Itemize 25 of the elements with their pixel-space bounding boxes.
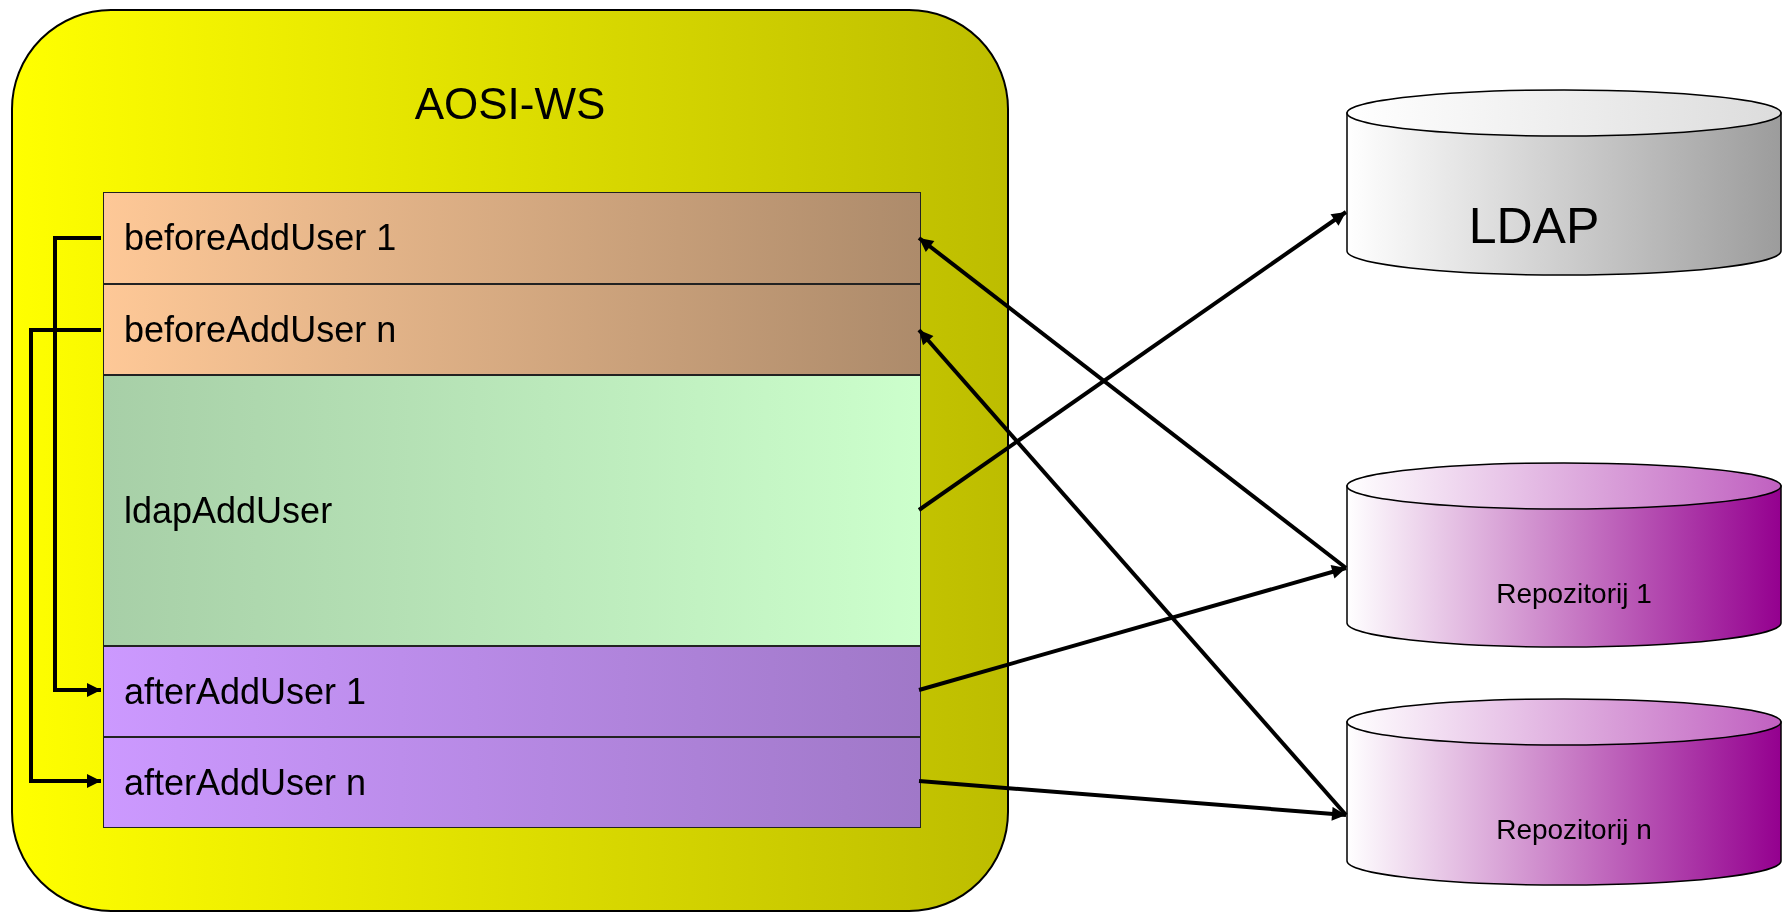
service-container xyxy=(11,9,1009,912)
method-row xyxy=(103,375,921,646)
arrow xyxy=(29,328,101,788)
method-label: afterAddUser n xyxy=(124,761,367,804)
arrow xyxy=(53,236,101,697)
arrow xyxy=(918,779,1347,821)
database-label: Repozitorij 1 xyxy=(1495,578,1653,610)
method-row xyxy=(103,646,921,737)
method-label: ldapAddUser xyxy=(124,489,333,532)
database-label: LDAP xyxy=(1467,197,1601,255)
arrow xyxy=(917,210,1348,512)
method-row xyxy=(103,284,921,375)
arrow xyxy=(917,236,1348,570)
method-row xyxy=(103,737,921,828)
database-cylinder xyxy=(1346,462,1782,648)
database-label: Repozitorij n xyxy=(1495,814,1653,846)
method-label: beforeAddUser 1 xyxy=(124,217,397,259)
method-label: afterAddUser 1 xyxy=(124,670,367,713)
database-cylinder xyxy=(1346,89,1782,276)
arrow xyxy=(918,565,1347,692)
service-title: AOSI-WS xyxy=(413,79,607,129)
method-label: beforeAddUser n xyxy=(124,308,397,351)
arrow xyxy=(917,328,1348,817)
method-row xyxy=(103,192,921,284)
database-cylinder xyxy=(1346,698,1782,886)
